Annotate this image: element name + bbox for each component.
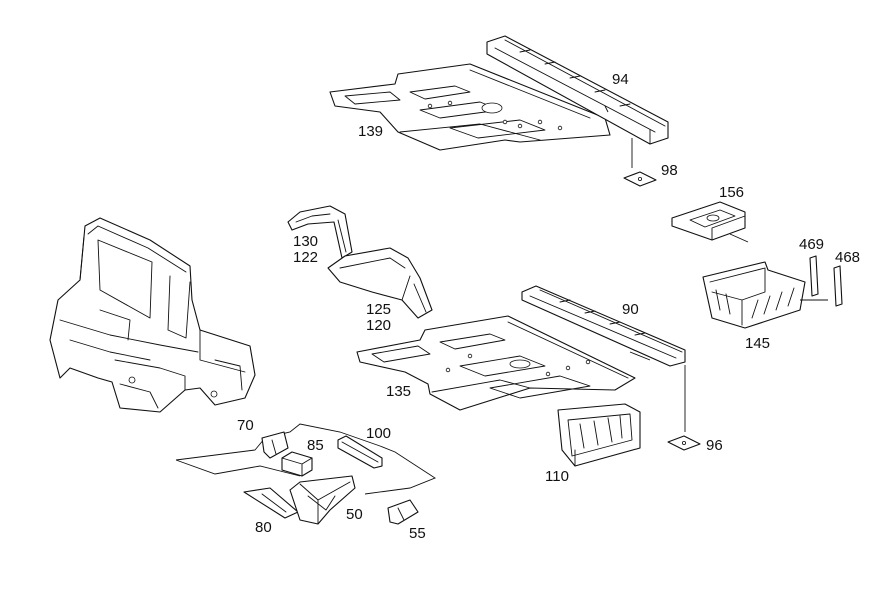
callout-85: 85 <box>307 437 324 454</box>
part-156-bracket <box>671 201 749 243</box>
lower-parts-group <box>175 423 436 495</box>
part-139-upper-floor-panel <box>329 63 611 151</box>
callout-100: 100 <box>366 425 391 442</box>
callout-135: 135 <box>386 383 411 400</box>
callout-80: 80 <box>255 519 272 536</box>
callout-156: 156 <box>719 184 744 201</box>
part-100-rail <box>337 435 383 469</box>
callout-90: 90 <box>622 301 639 318</box>
callout-55: 55 <box>409 525 426 542</box>
callout-130: 130 <box>293 233 318 250</box>
part-469-bracket <box>809 255 819 297</box>
callout-122: 122 <box>293 249 318 266</box>
callout-125: 125 <box>366 301 391 318</box>
callout-145: 145 <box>745 335 770 352</box>
part-468-bracket <box>833 265 843 307</box>
part-85-block <box>281 451 313 477</box>
cab-body-shell <box>49 217 256 413</box>
callout-70: 70 <box>237 417 254 434</box>
callout-96: 96 <box>706 437 723 454</box>
callout-98: 98 <box>661 162 678 179</box>
callout-139: 139 <box>358 123 383 140</box>
part-70-bracket <box>261 431 289 459</box>
callout-469: 469 <box>799 236 824 253</box>
part-98-plate <box>623 138 657 187</box>
part-80-bracket <box>243 487 299 519</box>
part-130-122-wheel-arch-upper <box>287 205 353 259</box>
part-135-main-floor-panel <box>356 315 636 411</box>
callout-50: 50 <box>346 506 363 523</box>
part-96-plate <box>667 365 701 451</box>
callout-110: 110 <box>545 468 569 485</box>
part-125-120-wheel-housing <box>327 247 433 319</box>
callout-468: 468 <box>835 249 860 266</box>
part-145-step-box <box>702 261 828 329</box>
part-110-step-frame <box>557 403 641 467</box>
part-55-bracket <box>387 499 419 525</box>
part-90-cross-member <box>521 285 686 367</box>
part-50-housing <box>289 475 356 525</box>
callout-120: 120 <box>366 317 391 334</box>
callout-94: 94 <box>612 71 629 88</box>
callout-labels: 94 139 98 156 130 122 469 468 125 120 90… <box>237 71 860 542</box>
part-94-cross-member <box>486 35 669 145</box>
